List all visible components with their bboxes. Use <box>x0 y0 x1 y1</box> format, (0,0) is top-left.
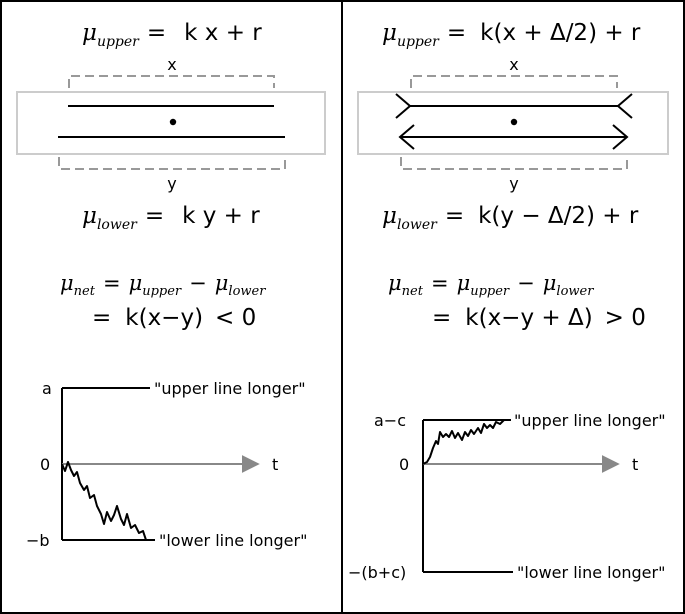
right-panel: μupper=k(x + Δ/2) + r x y μlower=k(y − Δ… <box>348 20 669 582</box>
right-bottom-label: −(b+c) <box>348 563 406 582</box>
right-stimulus-box <box>357 91 669 155</box>
right-label-y: y <box>509 174 518 193</box>
right-label-x: x <box>509 55 518 74</box>
right-net-equation: μnet=μupper−μlower <box>388 271 594 299</box>
right-lower-right-head <box>612 124 629 150</box>
left-evidence-path <box>61 461 147 541</box>
right-fixation-dot <box>510 118 518 126</box>
right-zero-label: 0 <box>399 455 409 474</box>
left-upper-response: "upper line longer" <box>154 379 306 398</box>
right-x-bracket <box>410 75 618 88</box>
right-t-label: t <box>632 455 638 474</box>
left-stimulus-box <box>16 91 326 155</box>
right-top-label: a−c <box>374 411 406 430</box>
right-upper-left-fin <box>395 93 412 119</box>
right-y-bracket <box>400 157 628 170</box>
left-upper-equation: μupper=k x + r <box>82 20 262 50</box>
left-label-x: x <box>167 55 176 74</box>
left-x-bracket <box>68 75 275 88</box>
left-lower-response: "lower line longer" <box>159 531 307 550</box>
left-net-equation: μnet=μupper−μlower <box>60 271 266 299</box>
right-upper-right-fin <box>616 93 633 119</box>
left-y-bracket <box>58 157 286 170</box>
left-lower-equation: μlower=k y + r <box>82 203 260 233</box>
right-upper-equation: μupper=k(x + Δ/2) + r <box>382 20 641 50</box>
left-panel: μupper=k x + r x y μlower=k y + r μnet=μ… <box>16 20 326 550</box>
right-upper-response: "upper line longer" <box>514 411 666 430</box>
left-graph: a 0 −b t "upper line longer" "lower line… <box>26 379 307 550</box>
right-lower-equation: μlower=k(y − Δ/2) + r <box>382 203 639 233</box>
left-label-y: y <box>167 174 176 193</box>
right-lower-left-head <box>398 124 415 150</box>
left-t-label: t <box>272 455 278 474</box>
left-bottom-label: −b <box>26 531 50 550</box>
left-top-label: a <box>42 379 52 398</box>
right-graph: a−c 0 −(b+c) t "upper line longer" "lowe… <box>348 411 666 582</box>
left-net-equation-2: =k(x−y)< 0 <box>92 305 256 331</box>
left-zero-label: 0 <box>40 455 50 474</box>
left-fixation-dot <box>169 118 177 126</box>
right-net-equation-2: =k(x−y + Δ)> 0 <box>432 305 646 331</box>
right-lower-response: "lower line longer" <box>517 563 665 582</box>
right-evidence-path <box>422 419 505 465</box>
